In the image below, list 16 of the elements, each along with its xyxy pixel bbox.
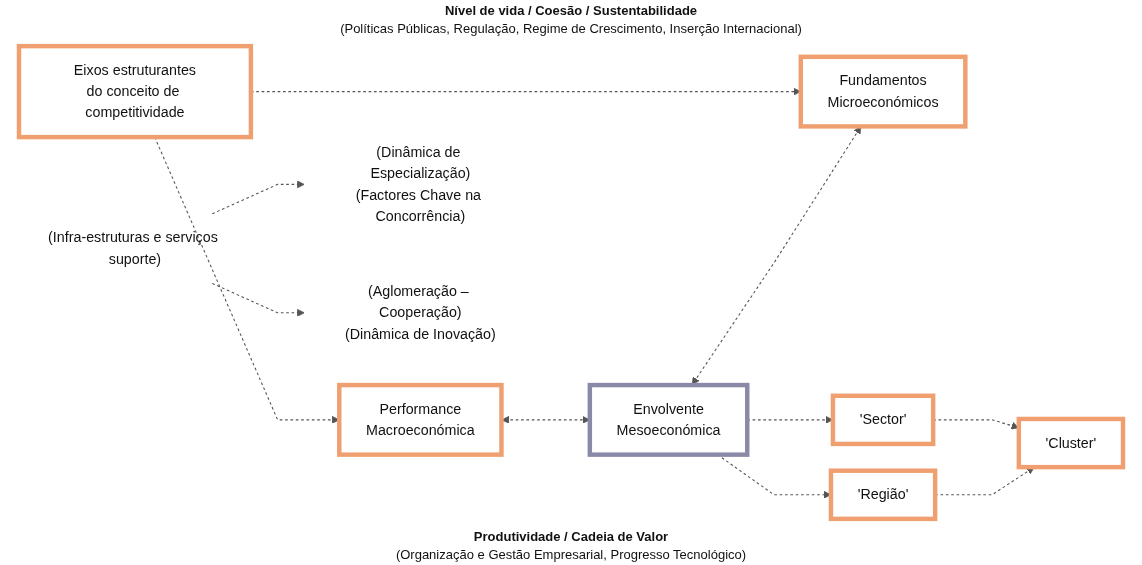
node-box: Performance Macroeconómica [337,382,504,457]
node-box: Fundamentos Microeconómicos [798,54,968,129]
node-text: (Dinâmica de Especialização) (Factores Chave na Concorrência) [355,144,482,224]
note-text: (Organização e Gestão Empresarial, Progresso Tecnológico) [395,547,747,562]
arrow [211,282,305,317]
heading-text: Produtividade / Cadeia de Valor [472,529,670,544]
note-text: (Políticas Públicas, Regulação, Regime de Crescimento, Inserção Internacional) [340,21,802,36]
node-box: Eixos estruturantes do conceito de competitividade [16,43,254,140]
node-box: 'Sector' [830,393,936,447]
node-box: 'Cluster' [1016,416,1126,470]
arrow [211,180,305,215]
node-box: 'Região' [828,468,938,522]
node-box: Envolvente Mesoeconómica [587,382,750,457]
node-text: (Infra-estruturas e serviços suporte) [48,229,218,267]
heading-text: Nível de vida / Coesão / Sustentabilidade [443,3,699,18]
node-text: (Aglomeração – Cooperação) (Dinâmica de Inovação) [345,283,496,342]
